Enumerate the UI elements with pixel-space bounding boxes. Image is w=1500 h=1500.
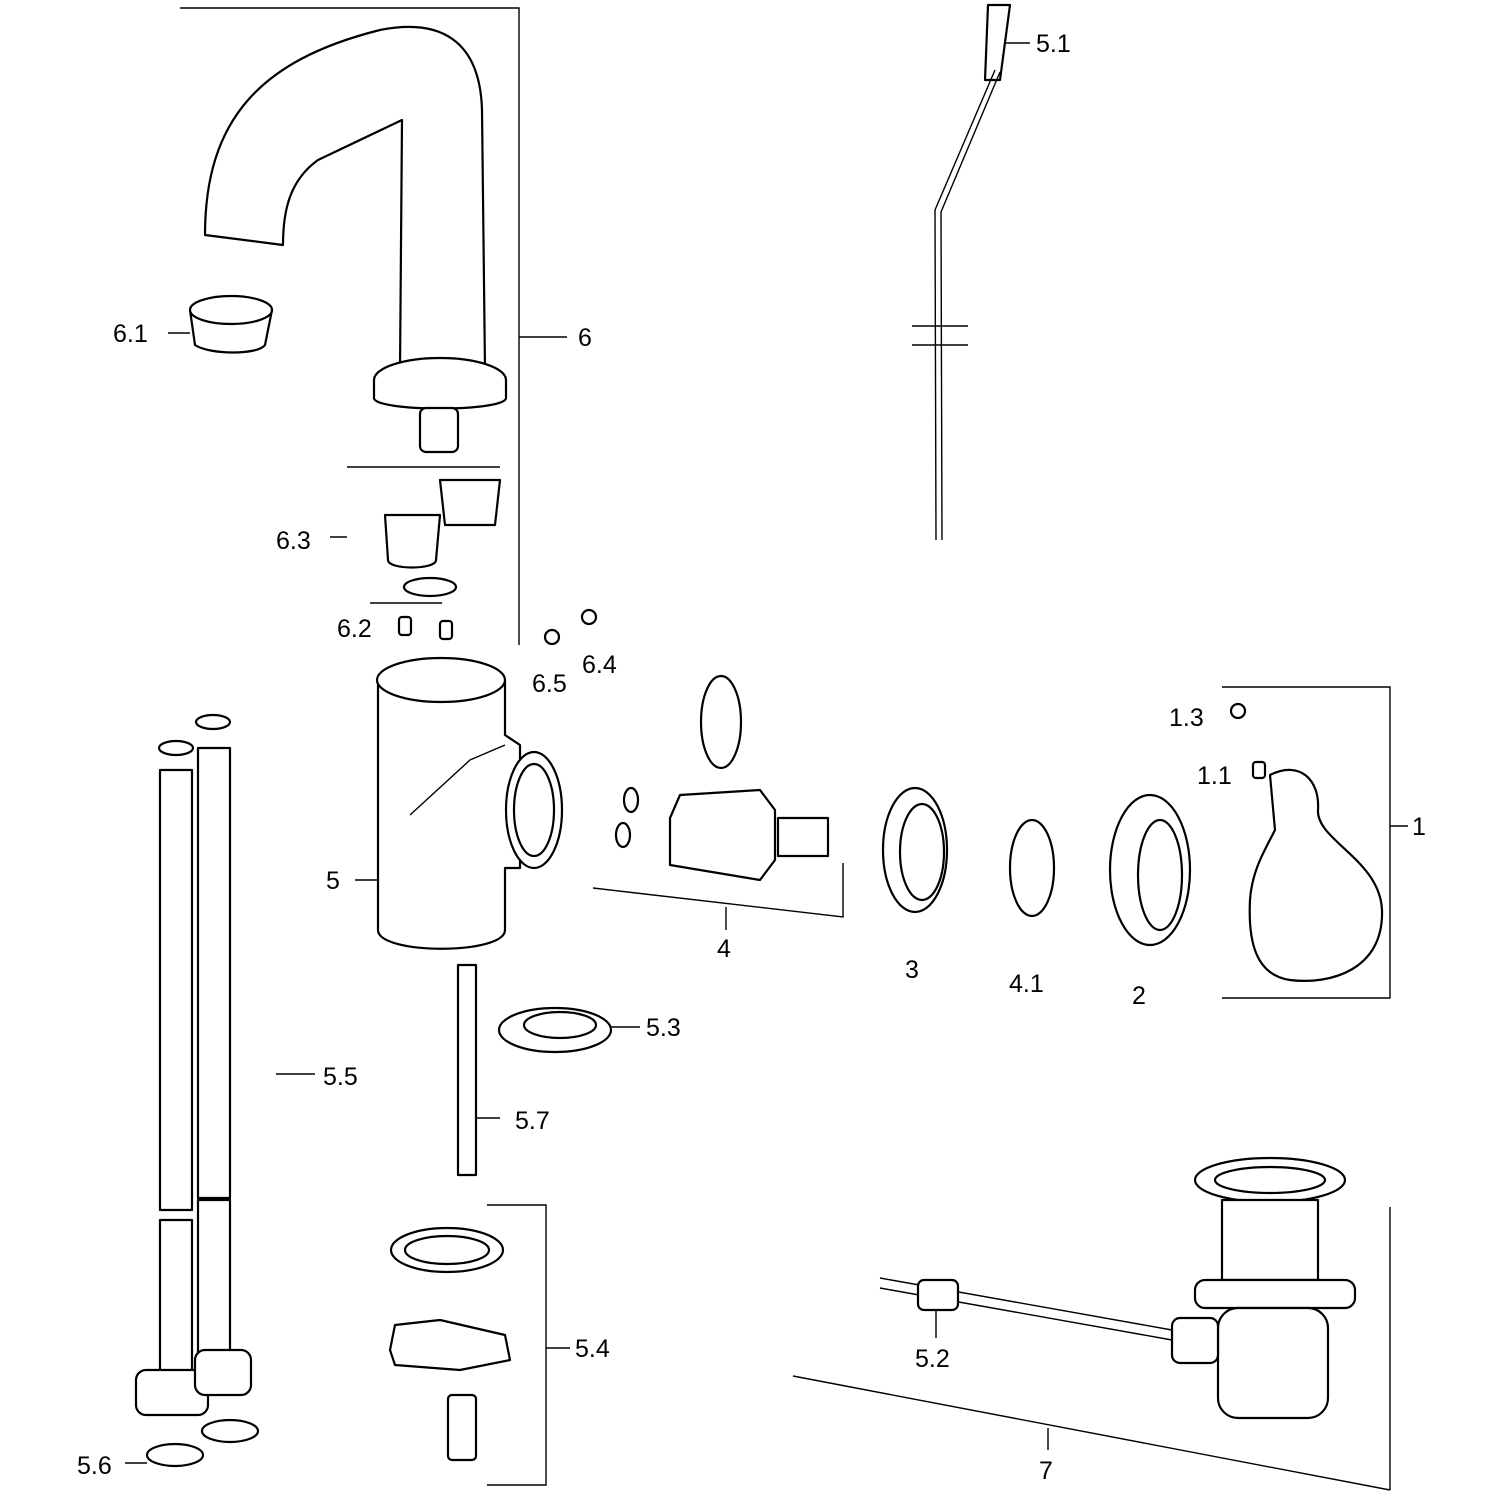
cam-plate [388, 1318, 512, 1372]
label-6-4: 6.4 [582, 651, 617, 679]
bracket-lines [180, 7, 1408, 1491]
waste-part-7 [879, 1156, 1357, 1420]
label-6-2: 6.2 [337, 615, 372, 643]
threaded-stud-part-5-7 [456, 963, 500, 1177]
label-5-4: 5.4 [575, 1335, 610, 1363]
label-5: 5 [326, 867, 340, 895]
aerator-part-6-1 [168, 294, 274, 354]
small-screws [397, 608, 1267, 780]
label-4: 4 [717, 935, 731, 963]
hoses-part-5-5 [125, 713, 260, 1468]
label-5-6: 5.6 [77, 1452, 112, 1480]
lift-rod-part-5-1 [912, 3, 1030, 541]
label-7: 7 [1039, 1457, 1053, 1485]
label-6: 6 [578, 324, 592, 352]
label-5-2: 5.2 [915, 1345, 950, 1373]
lever-handle-part-1 [1248, 768, 1384, 982]
label-4-1: 4.1 [1009, 970, 1044, 998]
spout-part-6 [203, 25, 508, 454]
label-5-7: 5.7 [515, 1107, 550, 1135]
label-6-5: 6.5 [532, 670, 567, 698]
label-1-1: 1.1 [1197, 762, 1232, 790]
nut-part-5-3 [497, 1006, 640, 1054]
body-part-5 [375, 656, 564, 950]
mounting-kit-part-5-4 [388, 1226, 512, 1462]
clamp-part-6-3 [383, 478, 502, 598]
part-labels: 5.1 6.1 6 6.3 6.2 6.5 6.4 1.3 1.1 1 5 4 … [77, 30, 1426, 1485]
rings-parts [881, 786, 1192, 947]
label-5-3: 5.3 [646, 1014, 681, 1042]
label-1: 1 [1412, 813, 1426, 841]
label-2: 2 [1132, 982, 1146, 1010]
label-6-1: 6.1 [113, 320, 148, 348]
cartridge-part-4 [614, 674, 830, 882]
label-1-3: 1.3 [1169, 704, 1204, 732]
label-6-3: 6.3 [276, 527, 311, 555]
label-5-5: 5.5 [323, 1063, 358, 1091]
label-5-1: 5.1 [1036, 30, 1071, 58]
label-3: 3 [905, 956, 919, 984]
